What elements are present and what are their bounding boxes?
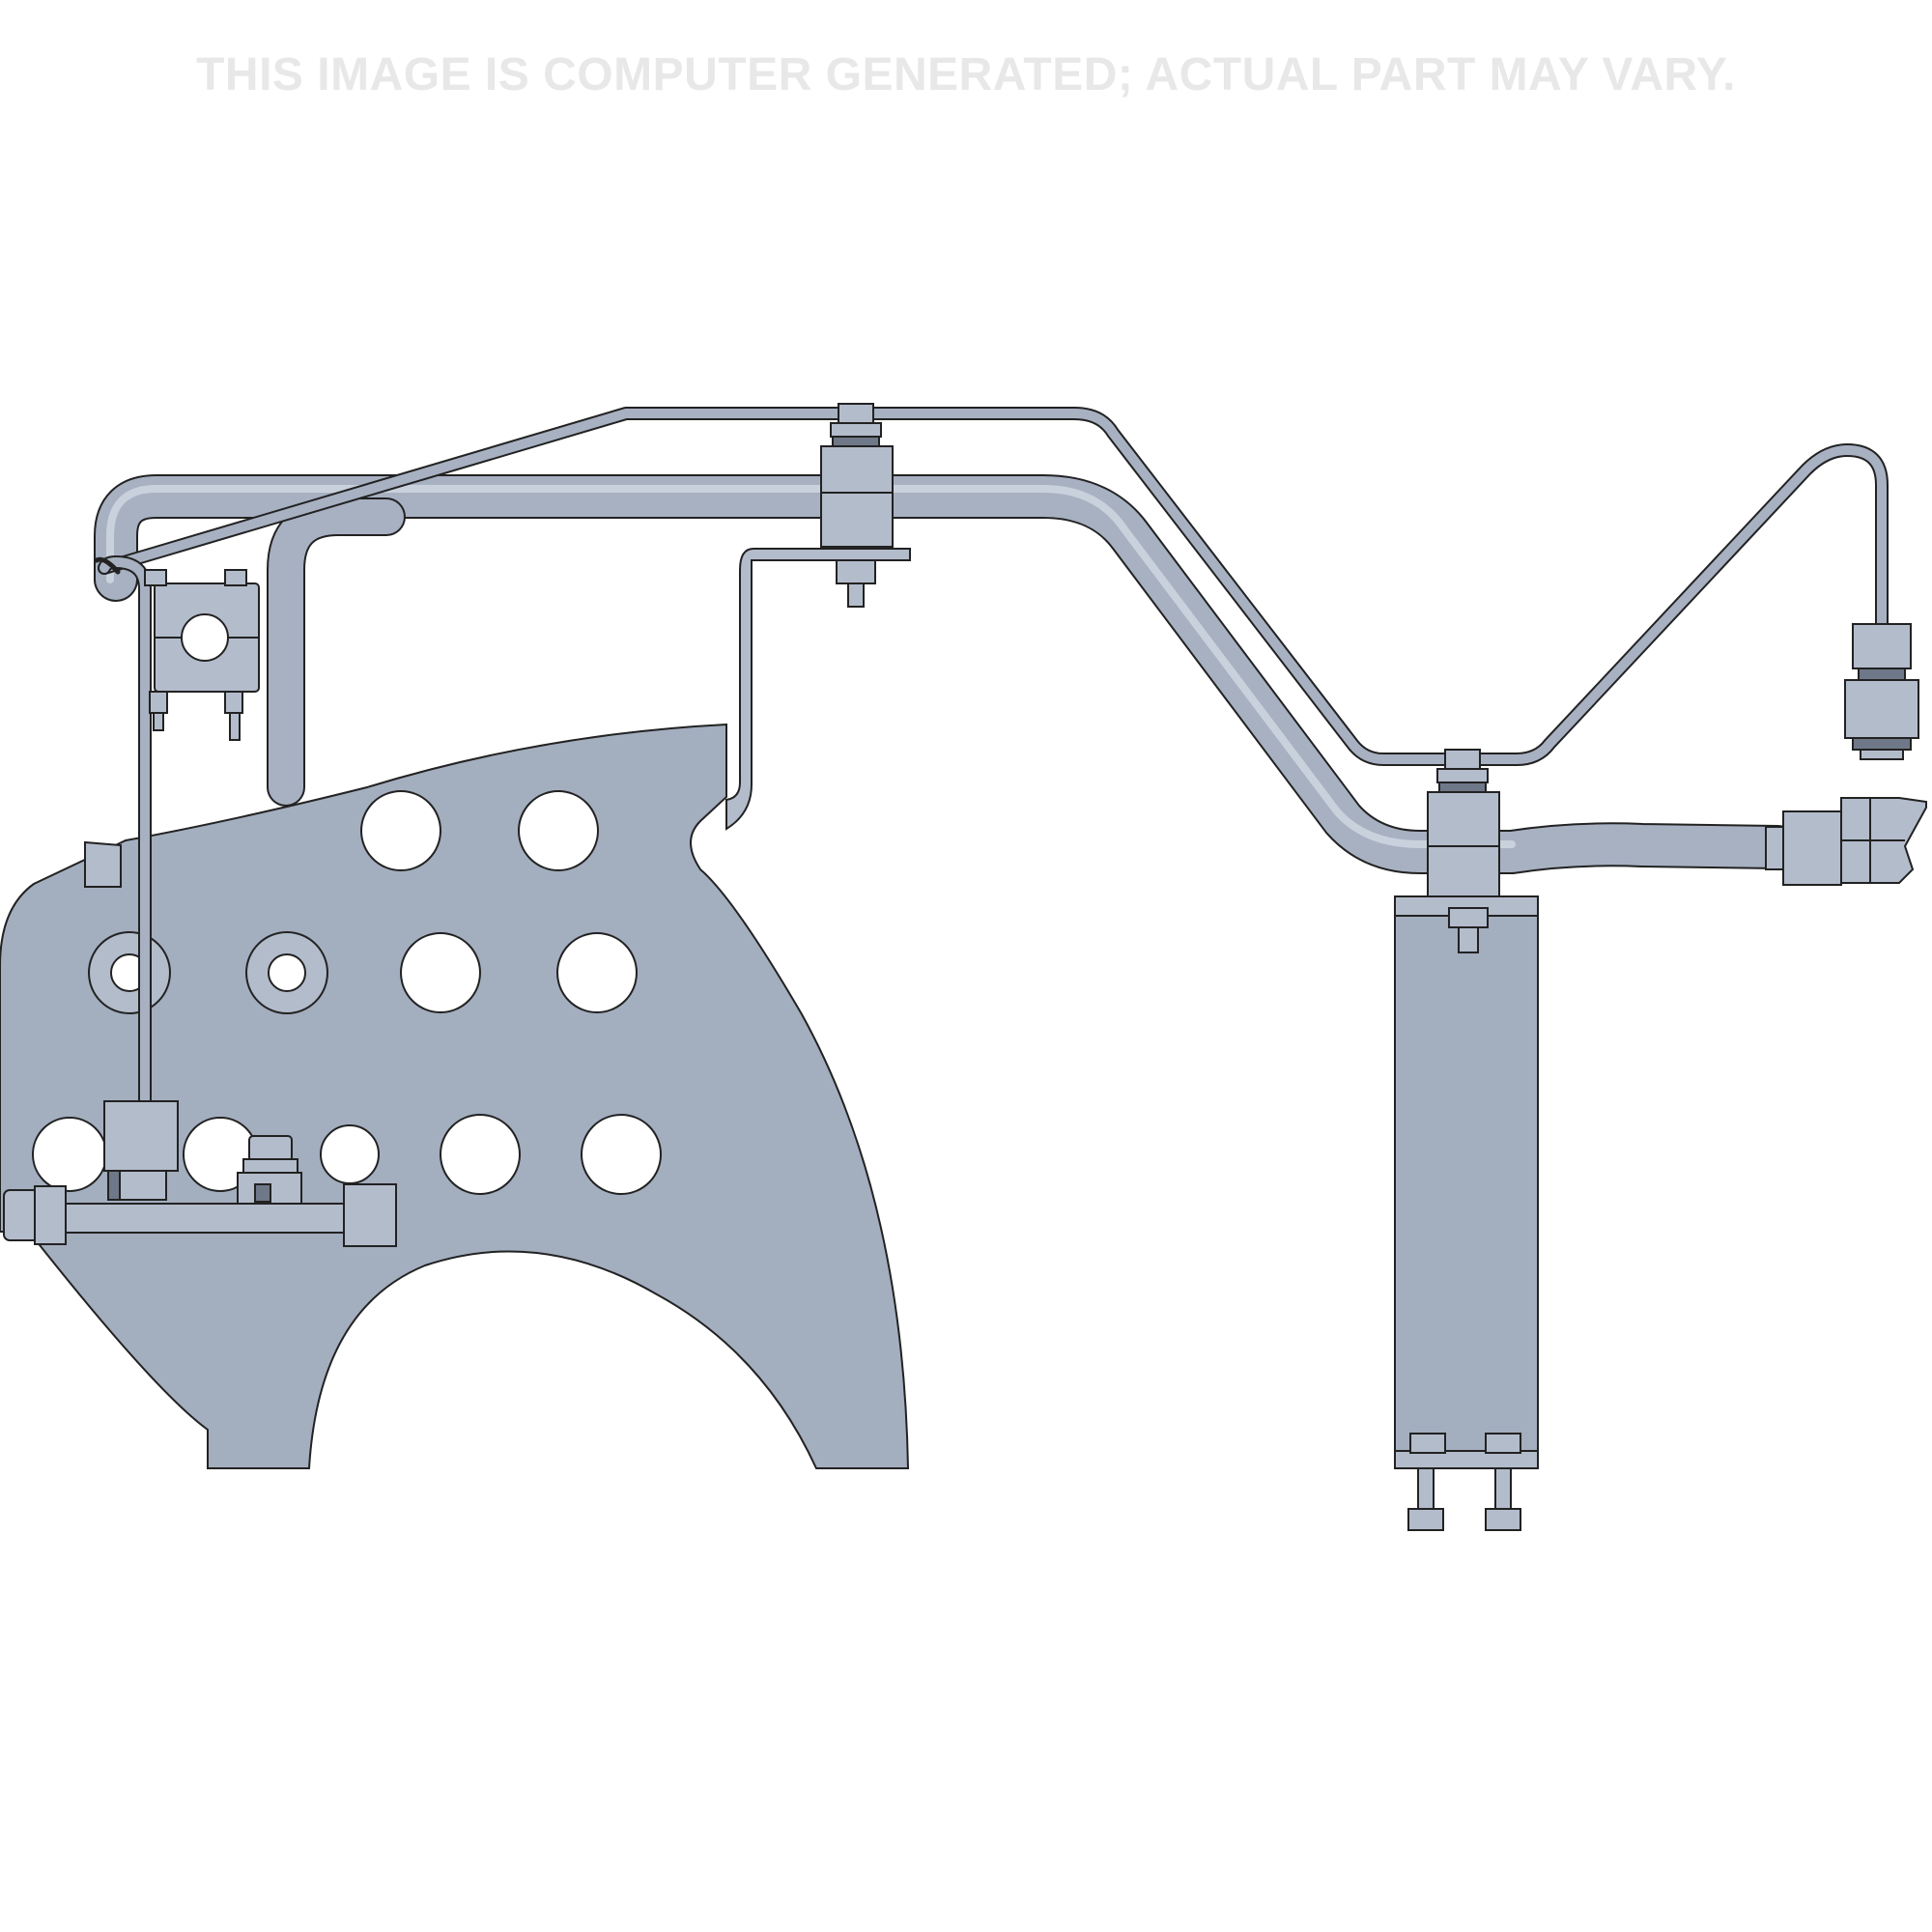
right-clamp (1427, 749, 1500, 897)
lower-manifold (3, 1100, 397, 1247)
mounting-plate (0, 723, 910, 1469)
elbow-fitting (1765, 797, 1927, 886)
loop-bend (94, 556, 121, 575)
plate-hole (320, 1124, 380, 1184)
angle-bracket (725, 548, 911, 831)
plate-hole (556, 932, 638, 1013)
vertical-bracket (1394, 895, 1539, 1531)
plate-hole (360, 790, 441, 871)
tube-clamp (144, 569, 260, 741)
plate-hole (581, 1114, 662, 1195)
compression-fitting (1844, 623, 1919, 760)
plate-hole (440, 1114, 521, 1195)
plate-hole (400, 932, 481, 1013)
plate-boss (88, 931, 171, 1014)
center-clamp (820, 403, 894, 608)
plate-boss (245, 931, 328, 1014)
disclaimer-watermark: THIS IMAGE IS COMPUTER GENERATED; ACTUAL… (196, 49, 1736, 100)
branch-tube (267, 497, 406, 807)
drop-tube (98, 555, 152, 1108)
plate-hole (518, 790, 599, 871)
main-tube (94, 474, 1800, 874)
upper-tube (98, 407, 1889, 766)
plate-hole (32, 1117, 107, 1192)
